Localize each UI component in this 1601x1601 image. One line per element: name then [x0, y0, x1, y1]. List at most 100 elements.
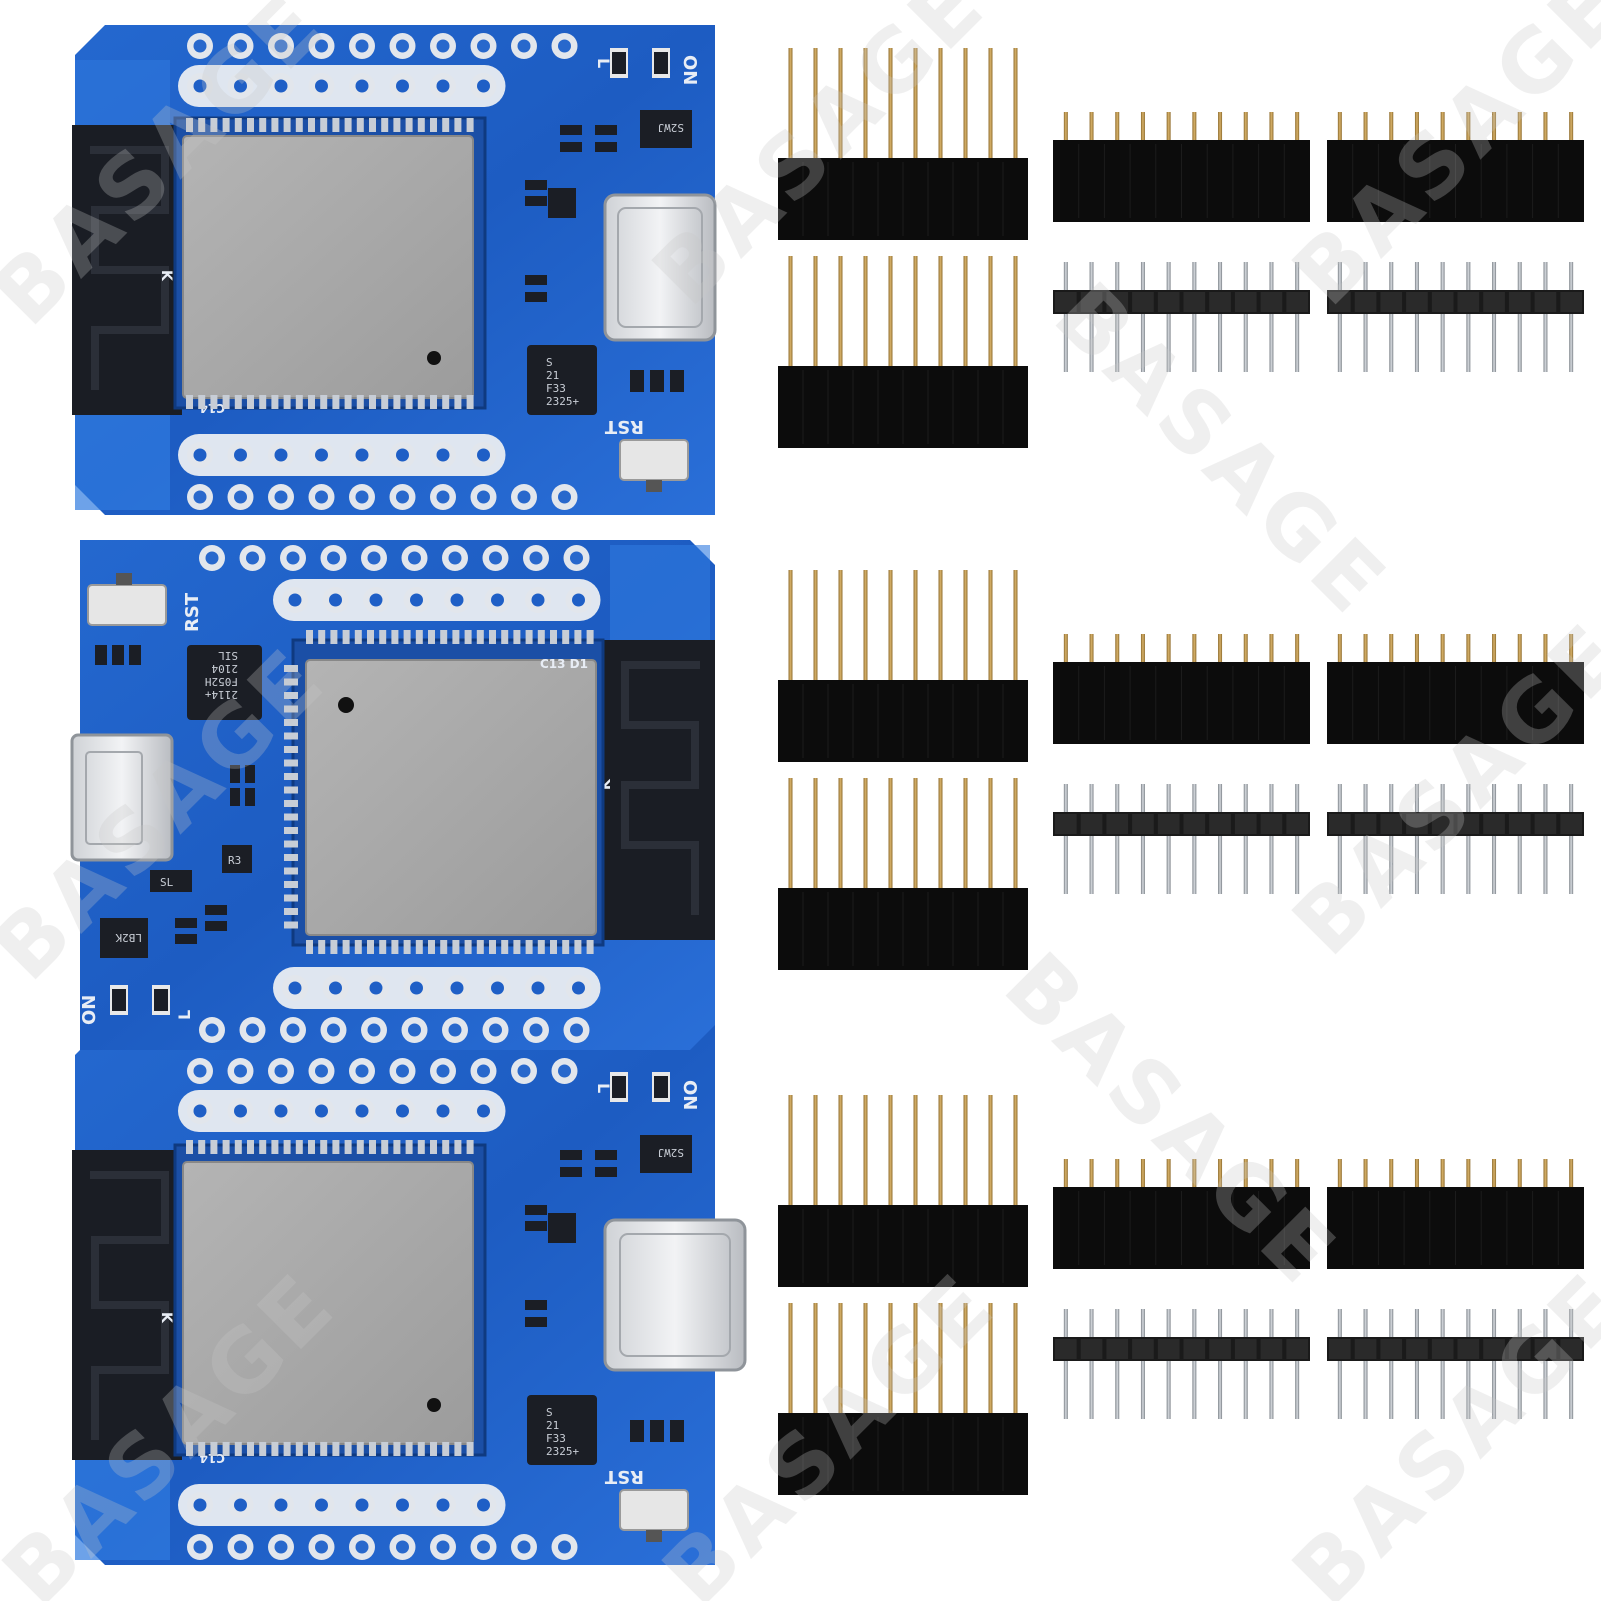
header-segment: [1431, 1339, 1454, 1359]
header-pin: [1517, 1309, 1522, 1419]
on-label: ON: [679, 55, 700, 85]
through-hole-pads: [178, 33, 601, 1560]
header-segment: [1380, 814, 1403, 834]
header-pin: [938, 1095, 943, 1205]
header-pin: [1466, 262, 1471, 372]
castellation-pad: [525, 630, 533, 644]
header-pin: [1166, 262, 1171, 372]
castellation-pad: [562, 630, 570, 644]
header-segment: [1260, 292, 1283, 312]
header-pin: [1517, 784, 1522, 894]
resistor-pack: [222, 845, 252, 873]
castellation-pad: [198, 1442, 206, 1456]
castellation-pad: [356, 1140, 364, 1154]
header-pin: [1115, 1159, 1120, 1187]
castellation-pad: [354, 940, 362, 954]
header-pin: [863, 1095, 868, 1205]
header-pin: [1218, 112, 1223, 140]
castellation-pad: [454, 1140, 462, 1154]
castellation-pad: [332, 1140, 340, 1154]
header-segment: [1354, 1339, 1377, 1359]
header-segment: [1354, 814, 1377, 834]
pad-hole: [234, 1540, 247, 1554]
castellation-pad: [186, 118, 193, 132]
castellation-pad: [466, 1140, 474, 1154]
header-pin: [863, 570, 868, 680]
pad-hole: [491, 981, 504, 995]
pad-hole: [327, 551, 340, 565]
header-segment: [1508, 814, 1531, 834]
header-pin: [988, 1095, 993, 1205]
castellation-pad: [222, 1442, 230, 1456]
resistor-label: R3: [228, 854, 241, 867]
pad-hole: [558, 1540, 571, 1554]
pad-hole: [572, 981, 585, 995]
regulator-chip: [100, 918, 148, 958]
castellation-pad: [430, 1140, 437, 1154]
pad-hole: [234, 448, 247, 462]
header-segment: [1406, 1339, 1428, 1359]
header-pin: [1363, 112, 1368, 140]
pad-hole: [570, 551, 583, 565]
header-pin: [1295, 1309, 1300, 1419]
header-pin: [1192, 112, 1197, 140]
pad-strip: [178, 434, 506, 476]
pad-hole: [315, 79, 328, 93]
watermark-text: BASAGE: [1274, 603, 1601, 975]
castellation-pad: [442, 1140, 450, 1154]
castellation-pad: [283, 1442, 291, 1456]
reset-button[interactable]: [619, 439, 689, 481]
pad-hole: [477, 490, 490, 504]
header-pin: [863, 256, 868, 366]
board-type-c-bottom: K C14 S 21 F33 2325+ S2WJ ON L RST: [72, 1025, 747, 1565]
header-pin: [1337, 634, 1342, 662]
header-segment: [1457, 814, 1480, 834]
header-segment: [1183, 1339, 1206, 1359]
pad-hole: [315, 448, 328, 462]
castellation-pad: [186, 395, 193, 409]
header-pin: [1089, 784, 1094, 894]
header-pin: [1192, 634, 1197, 662]
header-pin: [988, 570, 993, 680]
pad-hole: [246, 1023, 259, 1037]
castellation-pad: [381, 118, 389, 132]
pcb-edge-strip: [75, 410, 170, 510]
pad-hole: [315, 1540, 328, 1554]
header-segment: [1483, 292, 1505, 312]
header-pin: [938, 570, 943, 680]
header-pin: [1140, 784, 1145, 894]
side-label: L: [175, 1010, 194, 1020]
reset-button[interactable]: [87, 584, 167, 626]
castellation-pad: [308, 1140, 315, 1154]
pad-hole: [570, 1023, 583, 1037]
pad-hole: [489, 551, 502, 565]
castellation-pad: [308, 118, 315, 132]
header-pin: [1013, 256, 1018, 366]
castellation-pad: [332, 118, 340, 132]
header-pin: [1363, 1309, 1368, 1419]
pad-hole: [436, 1498, 450, 1512]
pin1-dot: [427, 351, 441, 365]
pad-hole: [315, 1498, 328, 1512]
header-pin: [1295, 1159, 1300, 1187]
header-pin: [1269, 784, 1274, 894]
header-pin: [1063, 1309, 1068, 1419]
castellation-pad: [356, 1442, 364, 1456]
header-pin: [1192, 784, 1197, 894]
male-header: [1053, 1309, 1310, 1419]
chip-line-2: 21: [546, 369, 559, 382]
pad-hole: [288, 981, 302, 995]
header-segment: [1534, 1339, 1557, 1359]
male-header: [1053, 262, 1310, 372]
castellation-pad: [284, 840, 298, 848]
header-segment: [1132, 814, 1154, 834]
watermark-text: BASAGE: [1274, 1253, 1601, 1601]
chip-line-1: S: [546, 356, 553, 369]
pad-hole: [436, 448, 450, 462]
header-pin: [1063, 1159, 1068, 1187]
castellation-pad: [306, 630, 313, 644]
pad-hole: [329, 593, 342, 607]
header-pin: [1166, 1309, 1171, 1419]
pad-hole: [436, 1104, 450, 1118]
castellation-pad: [332, 395, 340, 409]
